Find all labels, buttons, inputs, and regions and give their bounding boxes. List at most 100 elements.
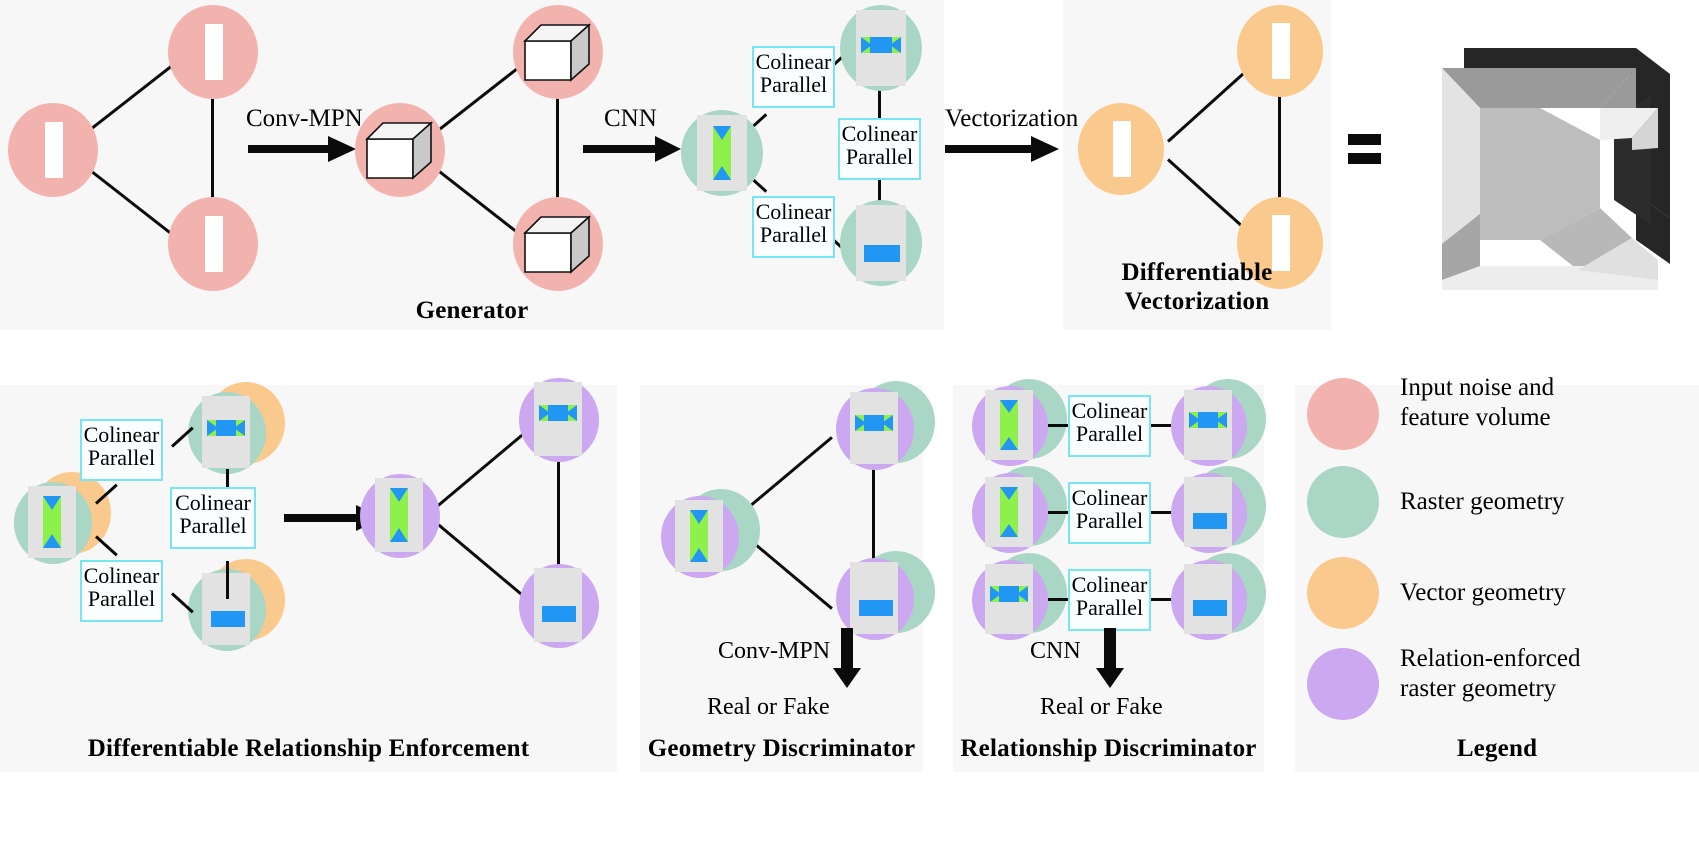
hourglass-vertical-icon: [713, 126, 731, 180]
relation-line-2: Parallel: [87, 444, 156, 470]
bowtie-horizontal-icon: [990, 586, 1028, 602]
legend-label-relation-enforced: Relation-enforced raster geometry: [1400, 644, 1580, 703]
3d-mesh-icon: [1442, 48, 1670, 290]
edge-vec-top-to-bottom: [1278, 85, 1281, 245]
raster-canvas: [850, 562, 898, 634]
relation-box-dre-1: Colinear Parallel: [170, 487, 256, 549]
relation-line-1: Colinear: [1071, 572, 1148, 597]
node-geom-top: [836, 388, 914, 470]
node-relation-enforced-top: [519, 378, 599, 462]
node-rel-row1-right: [1171, 386, 1247, 466]
relation-line-2: Parallel: [87, 585, 156, 611]
node-input-noise-top: [168, 5, 258, 99]
cube-icon: [523, 23, 592, 82]
node-rel-row2-left: [972, 473, 1048, 553]
relation-box-reldisc-1: Colinear Parallel: [1068, 482, 1151, 544]
node-raster-geometry-bottom: [840, 200, 922, 286]
blue-bar-icon: [859, 600, 893, 616]
relation-line-1: Colinear: [83, 563, 160, 588]
bowtie-horizontal-icon: [207, 420, 245, 436]
relation-box-generator-1: Colinear Parallel: [838, 118, 921, 180]
node-raster-left: [14, 482, 92, 564]
relation-box-dre-2: Colinear Parallel: [80, 560, 163, 622]
edge-rel-row2-left: [1048, 511, 1068, 514]
relation-line-1: Colinear: [755, 49, 832, 74]
bowtie-horizontal-icon: [855, 415, 893, 431]
node-feature-volume-bottom: [513, 197, 603, 291]
blue-bar-icon: [211, 611, 245, 627]
node-feature-volume-top: [513, 5, 603, 99]
relation-box-reldisc-0: Colinear Parallel: [1068, 395, 1151, 457]
equals-icon: [1348, 134, 1381, 172]
node-geom-left: [661, 496, 739, 578]
relation-line-1: Colinear: [83, 422, 160, 447]
relation-line-2: Parallel: [1075, 594, 1144, 620]
label-real-or-fake-relationship: Real or Fake: [1040, 694, 1163, 720]
raster-canvas: [1184, 564, 1232, 634]
legend-label-raster-geometry: Raster geometry: [1400, 487, 1565, 517]
label-real-or-fake-geometry: Real or Fake: [707, 694, 830, 720]
edge-raster-top-to-relbox-mid: [878, 86, 881, 122]
node-vector-geometry-top: [1237, 5, 1323, 97]
hourglass-vertical-icon: [690, 510, 708, 562]
bowtie-horizontal-icon: [861, 37, 901, 53]
panel-title-relationship-discriminator: Relationship Discriminator: [960, 735, 1257, 762]
panel-title-dre: Differentiable Relationship Enforcement: [87, 735, 530, 762]
legend-label-line-1: Raster geometry: [1400, 488, 1565, 515]
legend-label-line-1: Input noise and: [1400, 374, 1555, 401]
label-vectorization: Vectorization: [945, 105, 1079, 132]
node-geom-bottom: [836, 558, 914, 640]
blue-bar-icon: [1193, 513, 1227, 529]
edge-rel-row3-right: [1151, 598, 1171, 601]
panel-title-differentiable-vectorization: Differentiable Vectorization: [1063, 259, 1331, 317]
panel-title-legend: Legend: [1456, 735, 1538, 762]
node-feature-volume-left: [355, 103, 445, 197]
panel-title-line-1: Differentiable: [1121, 259, 1273, 286]
node-rel-row1-left: [972, 386, 1048, 466]
relation-line-1: Colinear: [1071, 398, 1148, 423]
label-cnn: CNN: [604, 105, 657, 132]
legend-label-line-1: Vector geometry: [1400, 579, 1566, 606]
node-rel-row3-right: [1171, 560, 1247, 640]
white-bar-icon: [1272, 23, 1290, 79]
arrow-right-icon: [248, 136, 356, 162]
relation-line-2: Parallel: [845, 143, 914, 169]
white-bar-icon: [1113, 121, 1131, 177]
relation-box-dre-0: Colinear Parallel: [80, 419, 163, 481]
blue-bar-icon: [1193, 600, 1227, 616]
hourglass-vertical-icon: [390, 488, 408, 542]
edge-feat-top-to-bottom: [556, 85, 559, 245]
node-rel-row2-right: [1171, 473, 1247, 553]
legend-label-input-noise: Input noise and feature volume: [1400, 373, 1554, 432]
panel-title-geometry-discriminator: Geometry Discriminator: [647, 735, 916, 762]
relation-box-generator-2: Colinear Parallel: [752, 196, 835, 258]
cube-icon: [523, 215, 592, 274]
relation-box-generator-0: Colinear Parallel: [752, 46, 835, 108]
white-bar-icon: [45, 122, 63, 178]
edge-dre-out-top-to-bottom: [557, 440, 560, 610]
relation-line-1: Colinear: [175, 490, 251, 515]
arrow-down-icon: [1096, 628, 1124, 688]
label-conv-mpn-discriminator: Conv-MPN: [718, 638, 831, 664]
node-vector-geometry-left: [1078, 103, 1164, 195]
raster-canvas: [1184, 477, 1232, 547]
legend-label-line-2: feature volume: [1400, 403, 1551, 431]
relation-line-1: Colinear: [841, 121, 918, 146]
relation-line-1: Colinear: [1071, 485, 1148, 510]
node-relation-enforced-left: [360, 474, 440, 558]
node-raster-top: [188, 392, 266, 474]
relation-line-1: Colinear: [755, 199, 832, 224]
arrow-down-icon: [833, 628, 861, 688]
arrow-right-icon: [583, 136, 681, 162]
legend-label-line-2: raster geometry: [1400, 674, 1557, 702]
panel-title-generator: Generator: [415, 297, 529, 324]
bowtie-horizontal-icon: [539, 405, 577, 421]
legend-label-line-1: Relation-enforced: [1400, 645, 1581, 672]
relation-line-2: Parallel: [759, 71, 828, 97]
edge-geom-top-to-bottom: [872, 455, 875, 601]
node-raster-geometry-top: [840, 5, 922, 91]
bowtie-horizontal-icon: [1189, 412, 1227, 428]
white-bar-icon: [1272, 215, 1290, 271]
legend-label-vector-geometry: Vector geometry: [1400, 578, 1566, 608]
edge-rel-row3-left: [1048, 598, 1068, 601]
